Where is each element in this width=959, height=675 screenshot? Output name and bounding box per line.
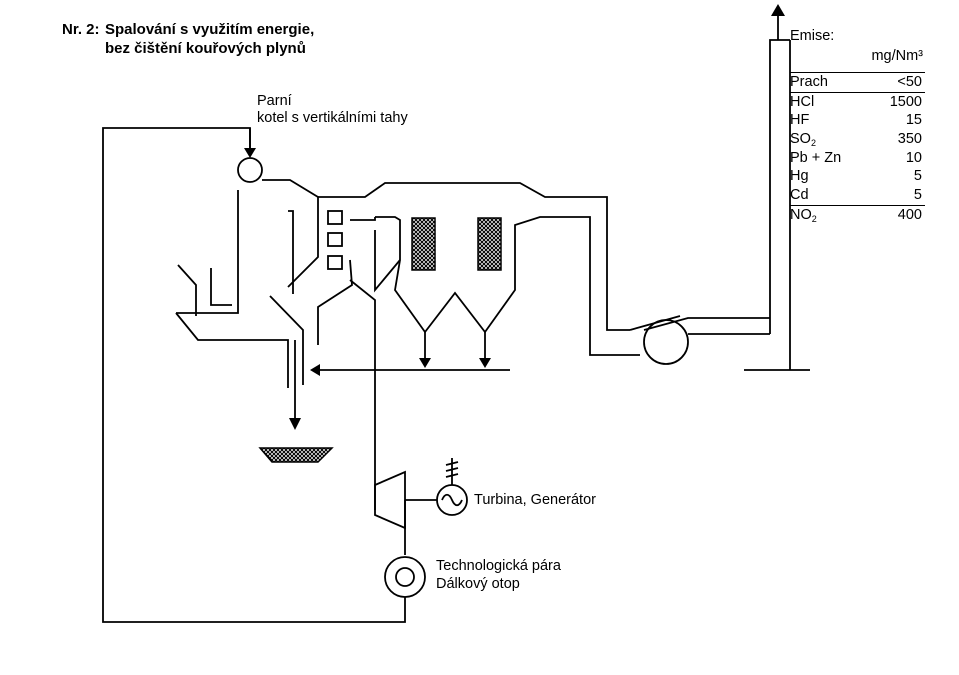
- figure-number: Nr. 2:: [62, 21, 100, 38]
- emission-row: NO2 400: [790, 204, 925, 225]
- emission-name: Pb + Zn: [790, 149, 842, 166]
- figure-title-line1: Spalování s využitím energie,: [105, 21, 315, 38]
- figure-title-line2: bez čištění kouřových plynů: [105, 40, 306, 57]
- filter-housing: [375, 216, 640, 356]
- hopper-arrow-2: [479, 358, 491, 368]
- emission-name: HF: [790, 112, 810, 129]
- ash-chute-right: [269, 295, 304, 385]
- emission-name: Hg: [790, 168, 809, 185]
- emission-value: 1500: [889, 93, 922, 110]
- heat-exchanger-outer: [384, 556, 426, 598]
- ash-line-arrowhead: [310, 364, 320, 376]
- emission-name: SO2: [790, 131, 816, 149]
- grid-symbol: [445, 458, 459, 485]
- emission-row: Pb + Zn 10: [790, 149, 925, 168]
- filter-left-wall: [374, 230, 401, 293]
- emissions-title: Emise:: [790, 28, 835, 44]
- steam-drum: [237, 157, 263, 183]
- grate-right: [210, 268, 232, 306]
- steam-line: [349, 279, 376, 510]
- boiler-pass-2: [317, 259, 353, 345]
- grate-left: [177, 264, 197, 316]
- induced-draft-fan: [643, 319, 689, 365]
- emission-row: SO2 350: [790, 130, 925, 149]
- steam-label-line2: Dálkový otop: [436, 576, 520, 592]
- ash-chute: [175, 312, 289, 388]
- fan-outlet: [643, 317, 770, 335]
- emission-subscript: 2: [810, 138, 816, 149]
- emission-value: <50: [897, 74, 922, 90]
- emission-row: Hg 5: [790, 167, 925, 186]
- emission-value: 5: [913, 168, 922, 185]
- steam-label-line1: Technologická pára: [436, 558, 561, 574]
- emission-row: Prach <50: [790, 72, 925, 92]
- boiler-shell: [176, 179, 319, 314]
- filter-bag-2: [477, 217, 502, 271]
- emission-name: NO2: [790, 206, 817, 224]
- boiler-inner-wall: [288, 210, 294, 294]
- boiler-label-line1: Parní: [257, 93, 292, 109]
- emission-value: 5: [913, 187, 922, 204]
- fan-top: [629, 315, 681, 331]
- feedwater-loop: [102, 127, 406, 623]
- flue-duct-top: [318, 182, 630, 331]
- emission-row: HCl 1500: [790, 91, 925, 112]
- flue-duct-bottom: [350, 217, 376, 221]
- turbine: [374, 470, 406, 530]
- emission-value: 400: [897, 206, 922, 223]
- emission-row: HF 15: [790, 111, 925, 130]
- emission-value: 15: [905, 112, 922, 129]
- boiler-label-line2: kotel s vertikálními tahy: [257, 110, 408, 126]
- ash-pile: [258, 447, 334, 463]
- generator-sine: [441, 493, 463, 507]
- emission-name: Prach: [790, 74, 828, 90]
- emission-subscript: 2: [811, 213, 817, 224]
- turbine-label: Turbina, Generátor: [474, 492, 596, 508]
- boiler-inlet-arrowhead: [244, 148, 256, 158]
- heat-exchanger-inner: [395, 567, 415, 587]
- emission-row: Cd 5: [790, 186, 925, 205]
- stack-arrowhead: [771, 4, 785, 16]
- superheater-box-2: [327, 232, 343, 247]
- emission-name: HCl: [790, 93, 815, 110]
- ash-drop-arrowhead: [289, 418, 301, 430]
- emission-name: Cd: [790, 187, 809, 204]
- emission-value: 10: [905, 149, 922, 166]
- hopper-arrow-1: [419, 358, 431, 368]
- emission-value: 350: [897, 131, 922, 148]
- filter-bag-1: [411, 217, 436, 271]
- emissions-unit: mg/Nm³: [871, 48, 923, 64]
- superheater-box-3: [327, 255, 343, 270]
- superheater-box-1: [327, 210, 343, 225]
